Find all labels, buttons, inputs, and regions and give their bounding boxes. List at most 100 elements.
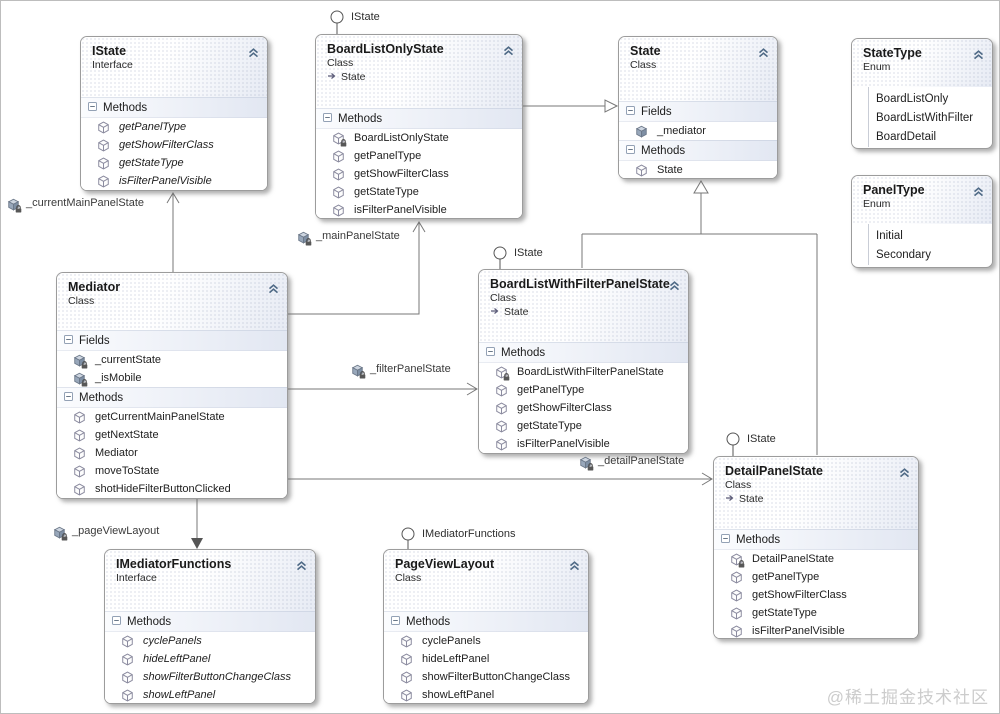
enum-value[interactable]: Initial	[876, 230, 903, 242]
member-row[interactable]: getPanelType	[316, 147, 522, 165]
member-name: _currentState	[95, 354, 162, 366]
member-row[interactable]: getShowFilterClass	[714, 586, 918, 604]
member-row[interactable]: _mediator	[619, 122, 777, 140]
member-row[interactable]: getPanelType	[714, 568, 918, 586]
association-label-detailPanelState[interactable]: _detailPanelState	[579, 455, 684, 471]
section-header-fields[interactable]: Fields	[57, 330, 287, 351]
member-row[interactable]: showLeftPanel	[384, 686, 588, 703]
member-row[interactable]: _isMobile	[57, 369, 287, 387]
section-header-methods[interactable]: Methods	[479, 342, 688, 363]
inheritance-boardlistonly-state[interactable]	[523, 99, 619, 113]
assoc-currentmainpanelstate[interactable]	[166, 192, 180, 272]
collapse-chevron-icon[interactable]	[569, 558, 580, 571]
member-row[interactable]: isFilterPanelVisible	[316, 201, 522, 218]
member-row[interactable]: getStateType	[81, 154, 267, 172]
member-row[interactable]: isFilterPanelVisible	[714, 622, 918, 638]
member-row[interactable]: getCurrentMainPanelState	[57, 408, 287, 426]
member-row[interactable]: getPanelType	[479, 381, 688, 399]
inheritance-tree-state[interactable]	[581, 180, 818, 455]
member-row[interactable]: showLeftPanel	[105, 686, 315, 703]
section-header-methods[interactable]: Methods	[105, 611, 315, 632]
lollipop-istate-boardlistonly[interactable]	[330, 10, 344, 34]
association-label-currentMainPanelState[interactable]: _currentMainPanelState	[7, 197, 144, 213]
collapse-chevron-icon[interactable]	[296, 558, 307, 571]
enum-value[interactable]: BoardListWithFilter	[876, 112, 974, 124]
section-header-methods[interactable]: Methods	[384, 611, 588, 632]
collapse-chevron-icon[interactable]	[758, 45, 769, 58]
member-row[interactable]: cyclePanels	[384, 632, 588, 650]
member-row[interactable]: moveToState	[57, 462, 287, 480]
collapse-chevron-icon[interactable]	[973, 184, 984, 197]
section-header-fields[interactable]: Fields	[619, 101, 777, 122]
member-row[interactable]: isFilterPanelVisible	[81, 172, 267, 190]
section-header-methods[interactable]: Methods	[619, 140, 777, 161]
assoc-mainpanelstate[interactable]	[288, 221, 426, 315]
member-row[interactable]: _currentState	[57, 351, 287, 369]
collapse-chevron-icon[interactable]	[899, 465, 910, 478]
member-row[interactable]: getShowFilterClass	[316, 165, 522, 183]
assoc-pageviewlayout[interactable]	[191, 499, 203, 549]
collapse-chevron-icon[interactable]	[669, 278, 680, 291]
member-row[interactable]: getShowFilterClass	[479, 399, 688, 417]
member-row[interactable]: BoardListWithFilterPanelState	[479, 363, 688, 381]
member-row[interactable]: Mediator	[57, 444, 287, 462]
member-row[interactable]: getNextState	[57, 426, 287, 444]
member-row[interactable]: cyclePanels	[105, 632, 315, 650]
association-label-pageViewLayout[interactable]: _pageViewLayout	[53, 525, 159, 541]
member-row[interactable]: DetailPanelState	[714, 550, 918, 568]
section-header-methods[interactable]: Methods	[316, 108, 522, 129]
collapse-chevron-icon[interactable]	[973, 47, 984, 60]
member-row[interactable]: hideLeftPanel	[384, 650, 588, 668]
member-row[interactable]: shotHideFilterButtonClicked	[57, 480, 287, 498]
member-row[interactable]: State	[619, 161, 777, 178]
collapse-chevron-icon[interactable]	[503, 43, 514, 56]
enum-value[interactable]: BoardDetail	[876, 131, 937, 143]
association-label-mainPanelState[interactable]: _mainPanelState	[297, 230, 400, 246]
enum-value[interactable]: Secondary	[876, 249, 931, 261]
member-row[interactable]: getStateType	[714, 604, 918, 622]
member-row[interactable]: showFilterButtonChangeClass	[384, 668, 588, 686]
association-label-filterPanelState[interactable]: _filterPanelState	[351, 363, 451, 379]
enum-value[interactable]: BoardListOnly	[876, 93, 949, 105]
member-row[interactable]: hideLeftPanel	[105, 650, 315, 668]
section-header-methods[interactable]: Methods	[57, 387, 287, 408]
member-row[interactable]: getPanelType	[81, 118, 267, 136]
member-row[interactable]: BoardListOnlyState	[316, 129, 522, 147]
lollipop-istate-blwfps[interactable]	[493, 246, 507, 269]
collapse-chevron-icon[interactable]	[268, 281, 279, 294]
section-header-methods[interactable]: Methods	[81, 97, 267, 118]
lollipop-istate-detailpanel[interactable]	[726, 432, 740, 456]
member-row[interactable]: getShowFilterClass	[81, 136, 267, 154]
member-row[interactable]: getStateType	[479, 417, 688, 435]
member-row[interactable]: isFilterPanelVisible	[479, 435, 688, 453]
collapse-chevron-icon[interactable]	[248, 45, 259, 58]
lollipop-imediatorfunctions[interactable]	[401, 527, 415, 549]
method-icon	[121, 671, 134, 684]
member-row[interactable]: showFilterButtonChangeClass	[105, 668, 315, 686]
member-row[interactable]: getStateType	[316, 183, 522, 201]
assoc-detailpanelstate[interactable]	[288, 472, 713, 486]
section-header-methods[interactable]: Methods	[714, 529, 918, 550]
assoc-filterpanelstate[interactable]	[288, 382, 478, 396]
